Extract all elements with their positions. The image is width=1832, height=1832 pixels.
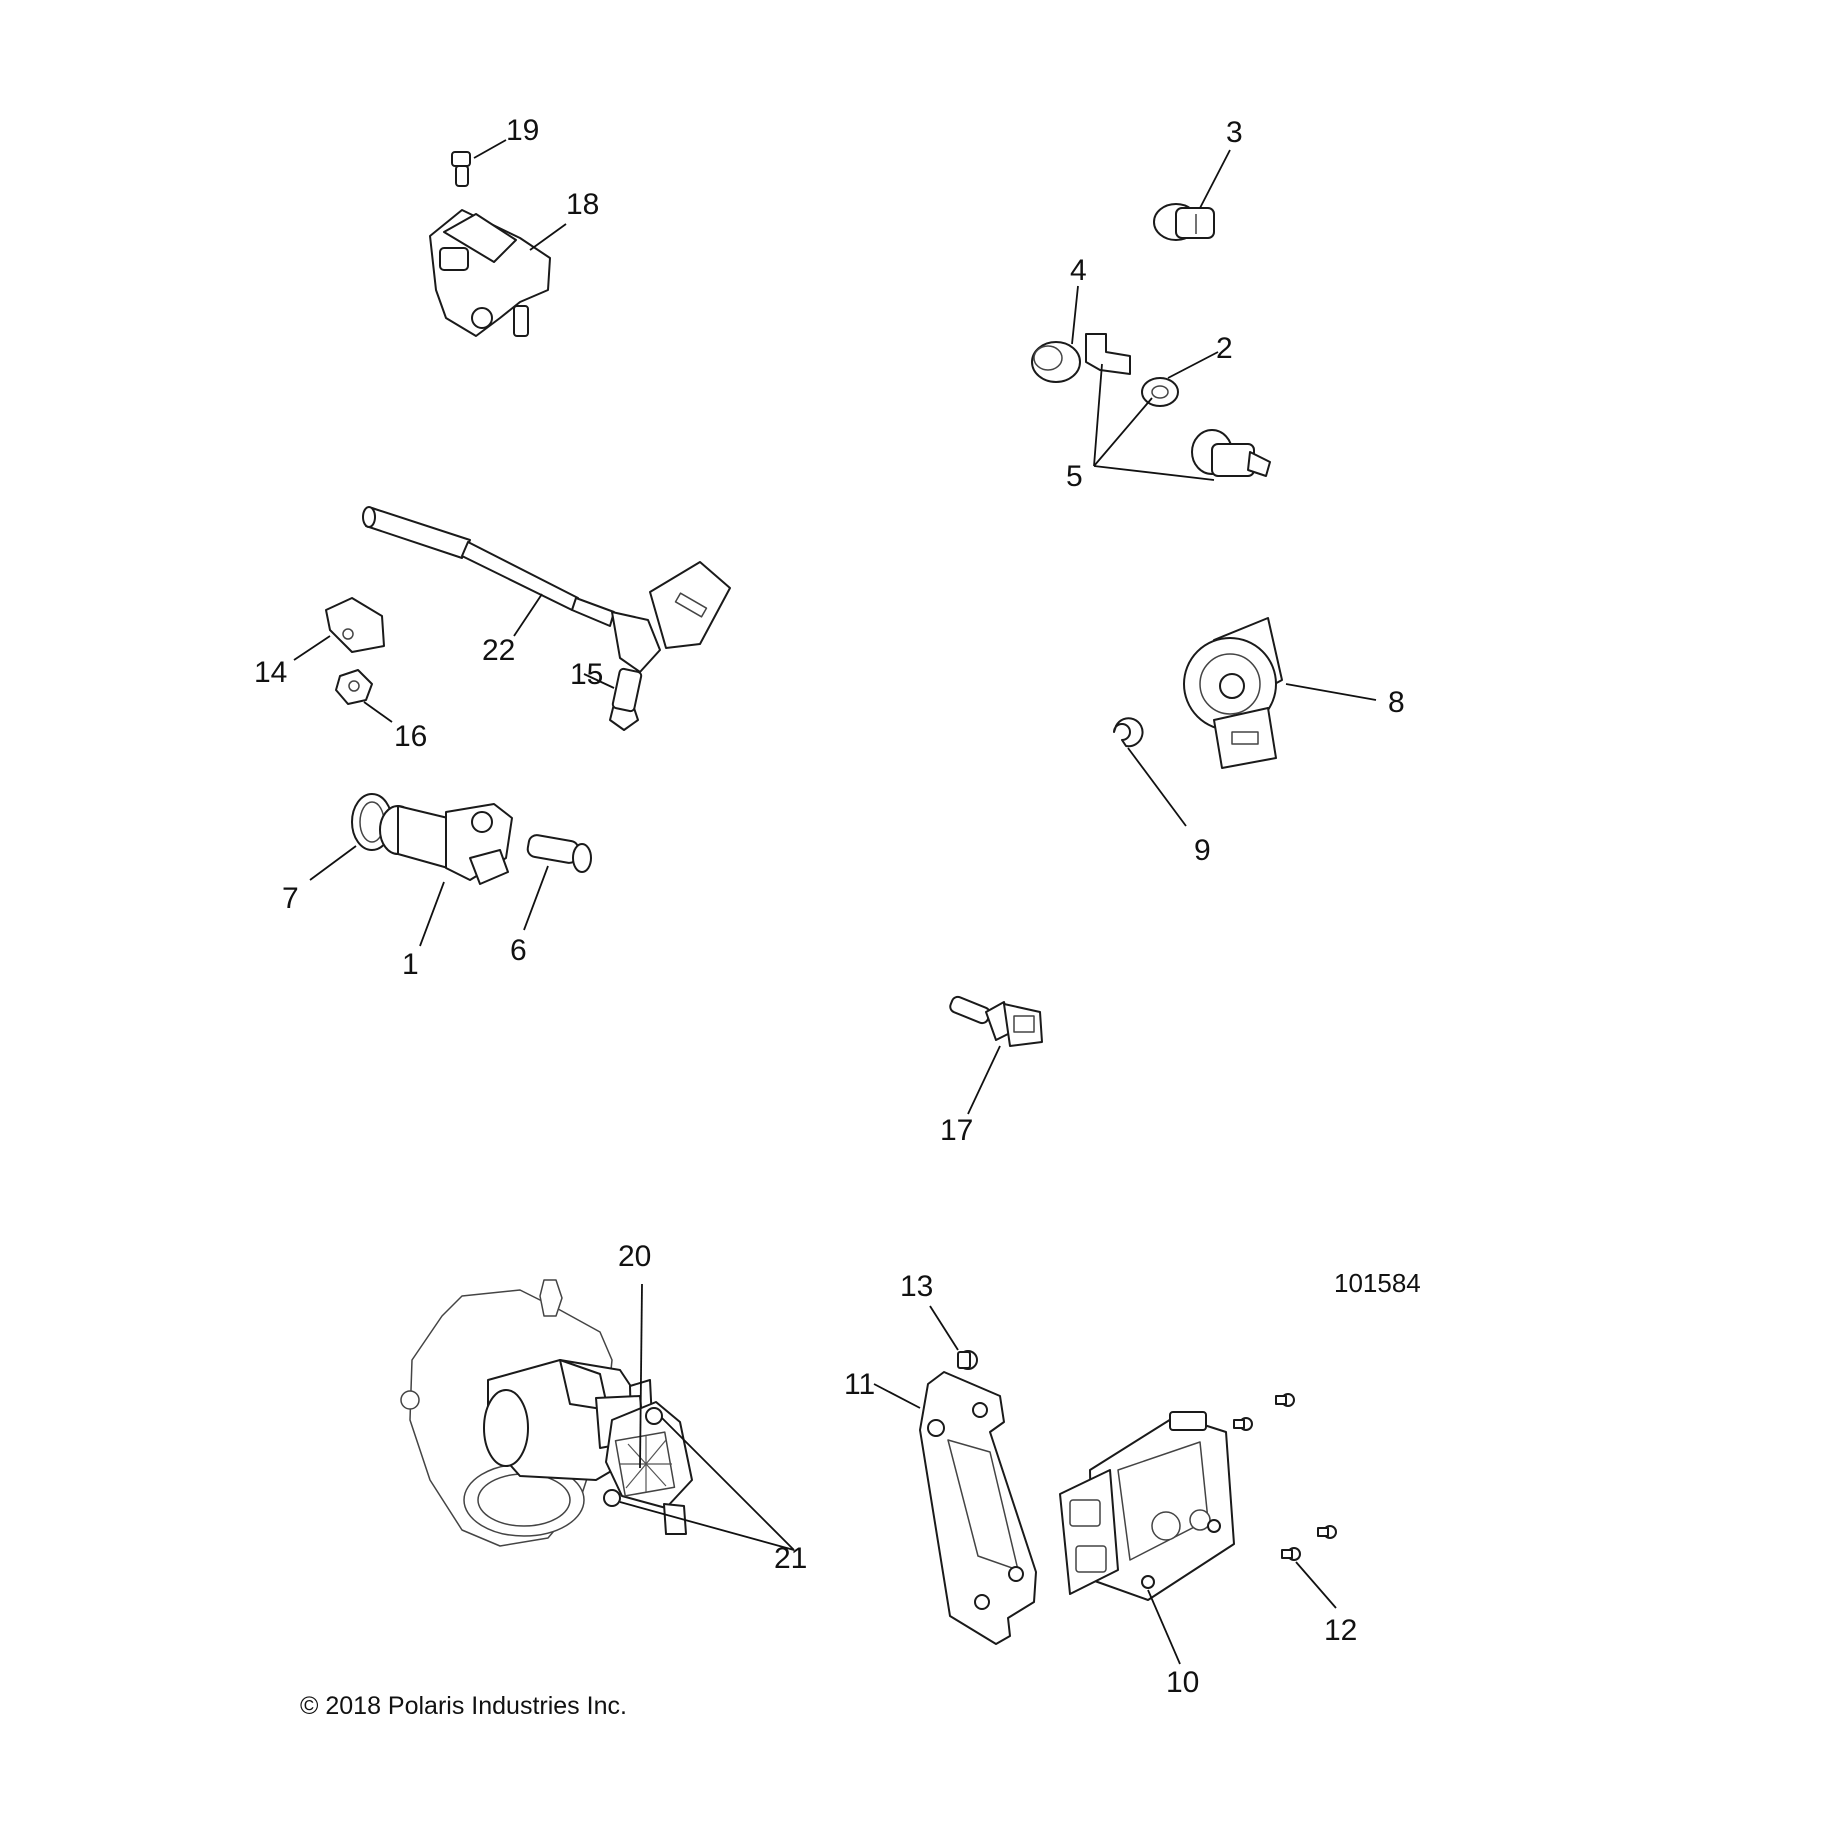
callout-20: 20 <box>618 1240 651 1273</box>
callout-17: 17 <box>940 1114 973 1147</box>
copyright-notice: © 2018 Polaris Industries Inc. <box>300 1692 627 1720</box>
leader-6 <box>523 865 549 931</box>
part-17-temp-sensor <box>949 995 1043 1047</box>
leader-18 <box>529 223 567 251</box>
part-18-map-sensor <box>429 209 551 337</box>
part-3-plug <box>1153 203 1215 241</box>
leader-9 <box>1127 747 1187 827</box>
callout-5: 5 <box>1066 460 1083 493</box>
part-2-washer <box>1141 377 1179 407</box>
leader-8 <box>1285 683 1377 701</box>
part-15-bolt <box>609 667 643 731</box>
callout-7: 7 <box>282 882 299 915</box>
leader-19 <box>473 139 507 159</box>
callout-16: 16 <box>394 720 427 753</box>
part-9-clip <box>1113 717 1144 748</box>
part-16-nut <box>335 669 373 705</box>
callout-15: 15 <box>570 658 603 691</box>
leader-10 <box>1147 1589 1181 1665</box>
callout-8: 8 <box>1388 686 1405 719</box>
callout-21: 21 <box>774 1542 807 1575</box>
leader-1 <box>419 881 445 947</box>
leader-21 <box>619 1417 795 1551</box>
callout-11: 11 <box>844 1368 875 1401</box>
leader-17 <box>967 1045 1001 1115</box>
part-20-throttle-body <box>400 1279 655 1547</box>
callout-13: 13 <box>900 1270 933 1303</box>
part-1-cam-sensor <box>379 803 513 885</box>
callout-10: 10 <box>1166 1666 1199 1699</box>
reference-number: 101584 <box>1334 1268 1421 1298</box>
part-12-screws <box>1233 1393 1337 1561</box>
part-13-screw <box>957 1350 978 1370</box>
part-22-speed-sensor <box>362 506 731 673</box>
part-5-sensor-kit <box>1085 333 1271 477</box>
leader-15 <box>583 673 615 689</box>
part-19-bolt <box>451 151 471 187</box>
part-14-clamp <box>325 597 385 653</box>
leader-11 <box>873 1383 921 1409</box>
part-11-bracket <box>919 1371 1037 1645</box>
callout-12: 12 <box>1324 1614 1357 1647</box>
leader-20 <box>639 1283 643 1469</box>
callout-9: 9 <box>1194 834 1211 867</box>
part-8-knock-sensor <box>1183 617 1283 769</box>
leader-22 <box>513 593 543 637</box>
leader-5 <box>1093 363 1215 481</box>
callout-3: 3 <box>1226 116 1243 149</box>
callout-18: 18 <box>566 188 599 221</box>
leader-16 <box>363 701 393 723</box>
callout-6: 6 <box>510 934 527 967</box>
callout-19: 19 <box>506 114 539 147</box>
callout-4: 4 <box>1070 254 1087 287</box>
leader-7 <box>309 845 357 881</box>
callout-1: 1 <box>402 948 419 981</box>
part-21-throttle-sensor <box>603 1401 693 1535</box>
leader-2 <box>1167 351 1219 379</box>
leader-12 <box>1295 1561 1337 1609</box>
part-10-ecu <box>1059 1411 1235 1601</box>
part-4-cap <box>1031 341 1081 383</box>
leader-3 <box>1199 149 1231 209</box>
callout-14: 14 <box>254 656 287 689</box>
callout-2: 2 <box>1216 332 1233 365</box>
part-6-pin <box>526 834 592 873</box>
leader-13 <box>929 1305 959 1351</box>
callout-22: 22 <box>482 634 515 667</box>
leader-4 <box>1071 285 1079 345</box>
leader-14 <box>293 635 331 661</box>
